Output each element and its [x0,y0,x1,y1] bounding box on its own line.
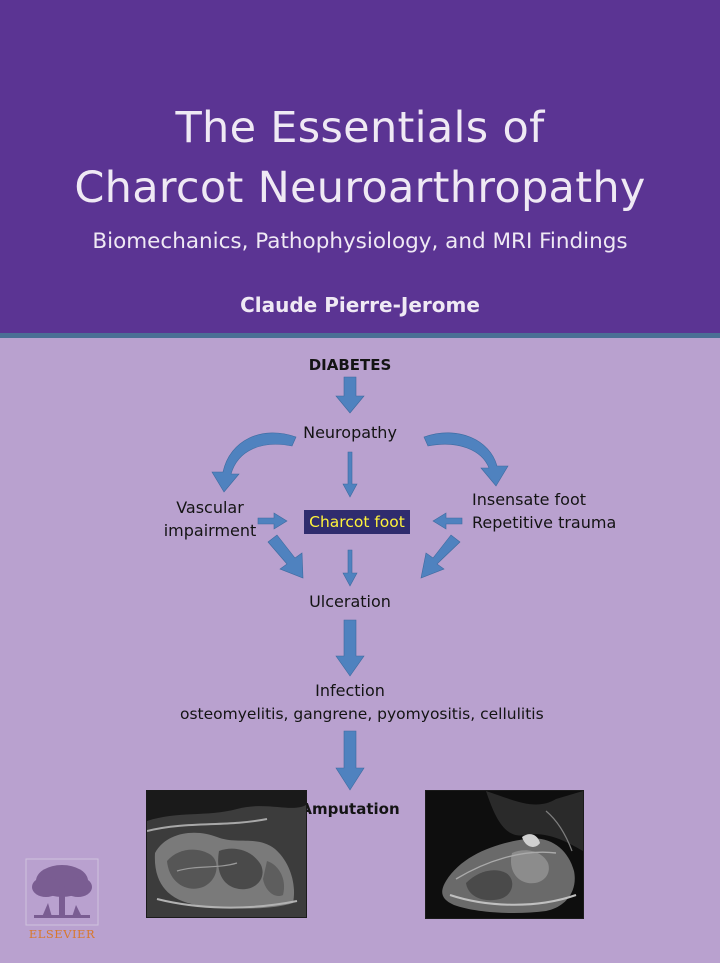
arrow-charcot-to-ulceration [342,549,358,587]
arrow-insensate-to-charcot [432,512,463,530]
arrow-ulceration-to-infection [335,619,365,677]
arrow-neuropathy-to-insensate [423,432,509,487]
band-divider [0,333,720,338]
book-title-line-2: Charcot Neuroarthropathy [74,163,646,213]
mri-foot-sagittal-image [426,791,583,918]
node-amputation: Amputation [300,800,400,818]
node-insensate-foot: Insensate foot [472,490,587,509]
node-vascular-impairment-line-1: Vascular [176,498,244,517]
title-band [0,0,720,333]
node-vascular-impairment-line-2: impairment [163,521,257,540]
arrow-vascular-to-ulceration [267,534,304,579]
book-subtitle: Biomechanics, Pathophysiology, and MRI F… [92,229,628,254]
node-infection: Infection [315,681,385,700]
elsevier-tree-logo [25,858,99,926]
mri-image-left [146,790,307,918]
arrow-infection-to-amputation [335,730,365,791]
node-neuropathy: Neuropathy [303,423,397,442]
book-title-line-1: The Essentials of [175,103,545,153]
node-repetitive-trauma: Repetitive trauma [472,513,617,532]
arrow-insensate-to-ulceration [420,534,461,579]
mri-foot-sagittal-image [147,791,306,917]
node-diabetes: DIABETES [308,356,392,374]
arrow-vascular-to-charcot [257,512,288,530]
mri-image-right [425,790,584,919]
arrow-diabetes-to-neuropathy [335,376,365,414]
node-charcot-foot: Charcot foot [304,510,410,534]
publisher-name: ELSEVIER [28,927,96,941]
node-infection-detail: osteomyelitis, gangrene, pyomyositis, ce… [180,705,544,723]
arrow-neuropathy-to-charcot [342,451,358,498]
node-ulceration: Ulceration [309,592,391,611]
arrow-neuropathy-to-vascular [211,432,297,493]
book-author: Claude Pierre-Jerome [240,293,480,317]
